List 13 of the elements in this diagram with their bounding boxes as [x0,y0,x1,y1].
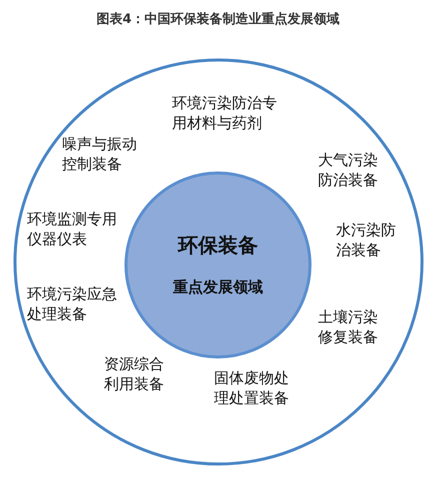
area-label: 环境污染防治专用材料与药剂 [172,93,278,133]
area-label: 资源综合利用装备 [104,354,165,394]
area-label: 环境监测专用仪器仪表 [27,209,118,249]
area-label: 水污染防治装备 [336,220,397,260]
title: 图表4：中国环保装备制造业重点发展领域 [95,10,341,28]
area-label: 固体废物处理处置装备 [214,368,290,408]
area-label: 大气污染防治装备 [318,150,379,190]
area-label: 环境污染应急处理装备 [27,284,118,324]
subheading: 重点发展领域 [172,278,264,297]
area-label: 噪声与振动控制装备 [62,134,138,174]
area-label: 土壤污染修复装备 [318,307,379,347]
heading: 环保装备 [176,232,259,259]
ring-circle [12,57,425,467]
